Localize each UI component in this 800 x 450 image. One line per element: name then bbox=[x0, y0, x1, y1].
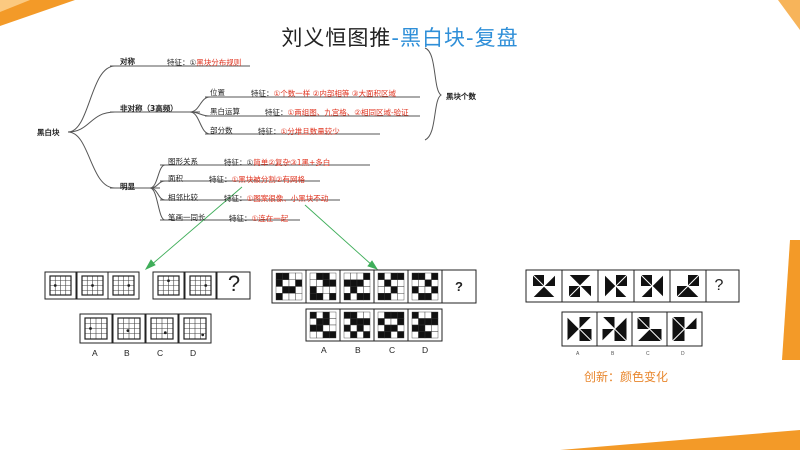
area-feature: 特征：①黑块被分割②有网格 bbox=[209, 175, 305, 184]
bw-op-feature: 特征：①两组图、九宫格、②相同区域-验证 bbox=[265, 108, 409, 117]
slide-title: 刘义恒图推-黑白块-复盘 bbox=[0, 22, 800, 52]
stroke-label: 笔画一同长 bbox=[168, 213, 206, 222]
part-count-label: 部分数 bbox=[210, 126, 233, 135]
obvious-label: 明显 bbox=[120, 182, 135, 191]
part-count-feature: 特征：①分堆且数量较少 bbox=[258, 127, 340, 136]
position-label: 位置 bbox=[210, 88, 225, 97]
top-right-corner-decoration bbox=[778, 0, 800, 30]
shape-rel-feature: 特征：①简单②复杂③1黑+多白 bbox=[224, 158, 331, 167]
adjacent-label: 相邻比较 bbox=[168, 193, 198, 202]
symmetric-feature: 特征：①黑块分布规则 bbox=[167, 58, 242, 67]
title-main: 刘义恒图推 bbox=[281, 26, 392, 50]
right-edge-decoration bbox=[782, 240, 800, 360]
stroke-feature: 特征：①连在一起 bbox=[229, 214, 289, 223]
innovation-note: 创新：颜色变化 bbox=[584, 370, 669, 384]
bw-op-label: 黑白运算 bbox=[210, 107, 240, 116]
bottom-right-corner-decoration bbox=[560, 430, 800, 450]
root-node: 黑白块 bbox=[37, 128, 60, 137]
adjacent-feature: 特征：①图案很像、小黑块不动 bbox=[224, 194, 329, 203]
top-left-corner-decoration bbox=[0, 0, 75, 26]
count-label: 黑块个数 bbox=[446, 92, 476, 101]
position-feature: 特征：①个数一样 ②内部相等 ③大面积区域 bbox=[251, 89, 396, 98]
title-accent: -黑白块-复盘 bbox=[391, 26, 519, 50]
asymmetric-label: 非对称（3高频） bbox=[120, 104, 178, 113]
area-label: 面积 bbox=[168, 174, 183, 183]
symmetric-label: 对称 bbox=[120, 57, 135, 66]
shape-rel-label: 图形关系 bbox=[168, 157, 198, 166]
